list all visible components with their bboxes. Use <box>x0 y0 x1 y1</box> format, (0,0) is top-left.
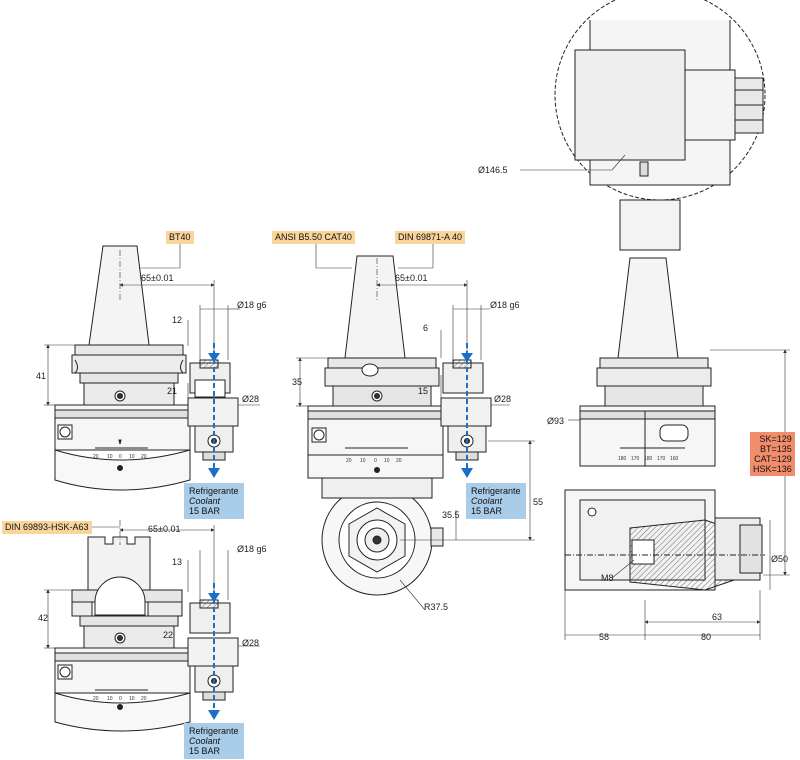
scale-tick: 160 <box>670 456 679 462</box>
length-cat: CAT=129 <box>754 454 792 464</box>
scale-tick: 20 <box>141 454 147 460</box>
coolant-line2: Coolant <box>189 496 221 506</box>
dim-35-5: 35.5 <box>442 510 460 520</box>
dim-18g6-c: Ø18 g6 <box>237 544 267 554</box>
coolant-line2: Coolant <box>471 496 503 506</box>
dim-12: 12 <box>172 315 182 325</box>
length-bt: BT=135 <box>760 444 792 454</box>
dim-42: 42 <box>38 613 48 623</box>
scale-hsk: 20 10 0 10 20 <box>93 696 147 702</box>
hsk-view <box>54 536 239 732</box>
scale-tick: 10 <box>129 454 135 460</box>
dim-18g6-a: Ø18 g6 <box>237 300 267 310</box>
coolant-box-2: Refrigerante Coolant 15 BAR <box>466 483 526 519</box>
scale-tick: 20 <box>93 696 99 702</box>
scale-tick: 0 <box>119 696 122 702</box>
coolant-arrow-3 <box>461 343 473 478</box>
dim-28-a: Ø28 <box>242 394 259 404</box>
label-bt40: BT40 <box>166 231 194 244</box>
dim-m8: M8 <box>601 573 614 583</box>
scale-cat40: 20 10 0 10 20 <box>346 458 402 464</box>
scale-tick: 0 <box>374 458 377 464</box>
label-din69871: DIN 69871-A 40 <box>395 231 466 244</box>
dim-15: 15 <box>418 386 428 396</box>
dim-65-c: 65±0.01 <box>148 524 180 534</box>
scale-right: 180 170 180 170 160 <box>618 456 679 462</box>
scale-tick: 10 <box>107 696 113 702</box>
coolant-line3: 15 BAR <box>189 506 221 516</box>
dim-65-a: 65±0.01 <box>141 273 173 283</box>
dim-93: Ø93 <box>547 416 564 426</box>
right-view <box>554 0 766 591</box>
dim-35: 35 <box>292 377 302 387</box>
coolant-arrow-1 <box>208 343 220 478</box>
scale-tick: 20 <box>141 696 147 702</box>
dim-58: 58 <box>599 632 609 642</box>
scale-tick: 10 <box>129 696 135 702</box>
dim-r37-5: R37.5 <box>424 602 448 612</box>
coolant-line1: Refrigerante <box>471 486 521 496</box>
dim-41: 41 <box>36 371 46 381</box>
scale-tick: 20 <box>93 454 99 460</box>
scale-tick: 0 <box>119 454 122 460</box>
label-ansi: ANSI B5.50 CAT40 <box>272 231 355 244</box>
bt40-view <box>54 245 239 491</box>
dim-146-5: Ø146.5 <box>478 165 508 175</box>
cat40-view <box>307 255 492 596</box>
bt40-dimensions <box>44 242 260 426</box>
coolant-arrow-2 <box>208 583 220 720</box>
coolant-line3: 15 BAR <box>189 746 221 756</box>
scale-tick: 180 <box>644 456 653 462</box>
dimension-texts: 65±0.01 Ø18 g6 12 41 21 Ø28 65±0.01 Ø18 … <box>36 165 788 648</box>
dim-21: 21 <box>167 386 177 396</box>
length-sk: SK=129 <box>759 434 792 444</box>
coolant-box-3: Refrigerante Coolant 15 BAR <box>184 723 244 759</box>
scale-tick: 170 <box>657 456 666 462</box>
dim-50: Ø50 <box>771 554 788 564</box>
scale-tick: 10 <box>360 458 366 464</box>
dim-55: 55 <box>533 497 543 507</box>
scale-tick: 170 <box>631 456 640 462</box>
coolant-box-1: Refrigerante Coolant 15 BAR <box>184 483 244 519</box>
dim-22: 22 <box>163 630 173 640</box>
scale-tick: 10 <box>384 458 390 464</box>
coolant-line2: Coolant <box>189 736 221 746</box>
scale-tick: 180 <box>618 456 627 462</box>
coolant-line3: 15 BAR <box>471 506 503 516</box>
length-hsk: HSK=136 <box>753 464 792 474</box>
dim-65-b: 65±0.01 <box>395 273 427 283</box>
dim-63: 63 <box>712 612 722 622</box>
dim-18g6-b: Ø18 g6 <box>490 300 520 310</box>
dim-6: 6 <box>423 323 428 333</box>
scale-tick: 20 <box>346 458 352 464</box>
scale-tick: 20 <box>396 458 402 464</box>
coolant-line1: Refrigerante <box>189 486 239 496</box>
length-box: SK=129 BT=135 CAT=129 HSK=136 <box>750 432 795 476</box>
label-din69893: DIN 69893-HSK-A63 <box>2 521 92 534</box>
dim-13: 13 <box>172 557 182 567</box>
coolant-line1: Refrigerante <box>189 726 239 736</box>
scale-bt40: 20 10 0 10 20 <box>93 454 147 460</box>
cat40-dimensions <box>296 242 535 611</box>
scale-tick: 10 <box>107 454 113 460</box>
dim-28-c: Ø28 <box>242 638 259 648</box>
dim-80: 80 <box>701 632 711 642</box>
dim-28-b: Ø28 <box>494 394 511 404</box>
